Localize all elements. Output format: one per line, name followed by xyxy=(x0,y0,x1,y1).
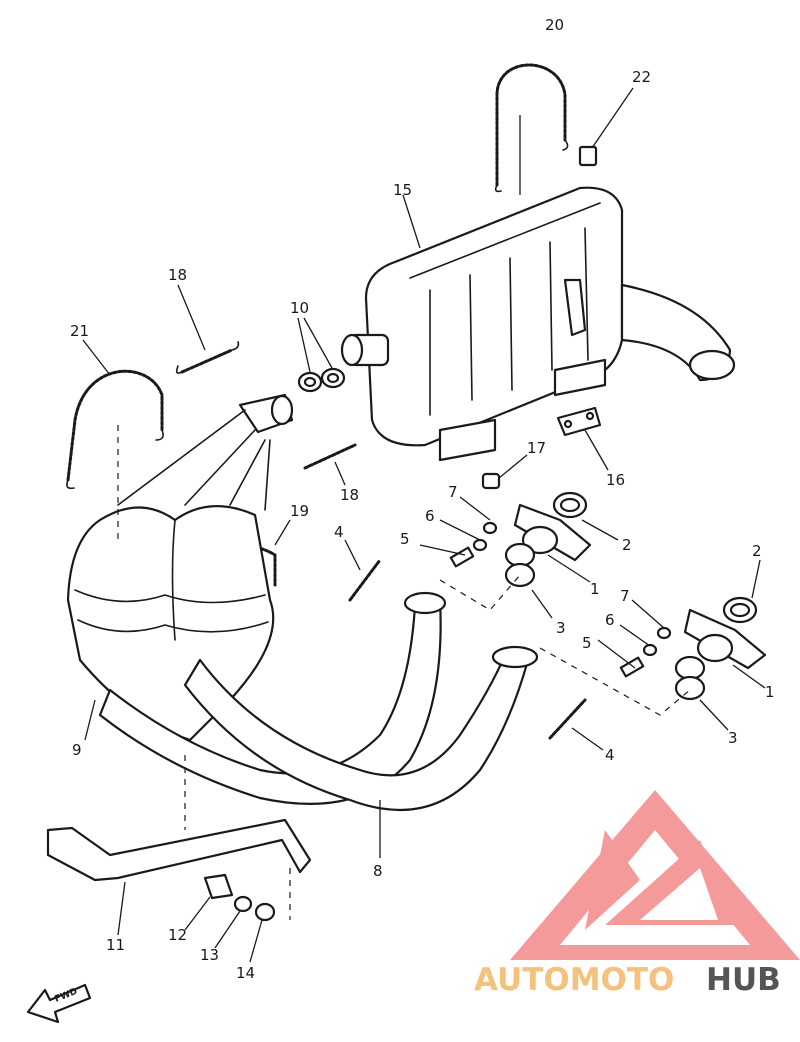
joint-pipe xyxy=(238,393,294,434)
watermark-text-2: HUB xyxy=(706,962,781,998)
callout-6-lower: 6 xyxy=(605,611,615,629)
callout-6-upper: 6 xyxy=(425,507,435,525)
exhaust-pipes-8 xyxy=(98,591,539,858)
callout-3-upper: 3 xyxy=(556,619,566,637)
washer-13 xyxy=(214,895,253,949)
callout-13: 13 xyxy=(200,946,219,964)
watermark-text-1: AUTOMOTO xyxy=(474,962,674,998)
spring-21 xyxy=(66,339,164,490)
callout-7-lower: 7 xyxy=(620,587,630,605)
collector-9 xyxy=(66,425,275,742)
spring-18-upper xyxy=(175,284,240,374)
callout-18-lower: 18 xyxy=(340,486,359,504)
spring-20 xyxy=(494,63,569,195)
hardware-set-upper xyxy=(419,491,619,619)
gaskets-10 xyxy=(297,317,346,393)
callout-1-lower: 1 xyxy=(765,683,775,701)
callout-8: 8 xyxy=(373,862,383,880)
callout-11: 11 xyxy=(106,936,125,954)
callout-19: 19 xyxy=(290,502,309,520)
muffler-15 xyxy=(340,186,736,462)
spring-4-lower xyxy=(548,698,604,751)
callout-2-upper: 2 xyxy=(622,536,632,554)
callout-labels: 20 22 15 18 10 21 17 16 18 19 7 6 5 2 4 … xyxy=(70,16,775,982)
callout-17: 17 xyxy=(527,439,546,457)
callout-16: 16 xyxy=(606,471,625,489)
callout-10: 10 xyxy=(290,299,309,317)
callout-15: 15 xyxy=(393,181,412,199)
callout-22: 22 xyxy=(632,68,651,86)
callout-12: 12 xyxy=(168,926,187,944)
watermark-logo: AUTOMOTO HUB xyxy=(474,790,800,998)
spring-4-upper xyxy=(344,539,382,602)
callout-7-upper: 7 xyxy=(448,483,458,501)
bracket-16 xyxy=(556,406,609,471)
bolt-17 xyxy=(481,454,528,490)
callout-4-upper: 4 xyxy=(334,523,344,541)
callout-1-upper: 1 xyxy=(590,580,600,598)
hardware-set-lower xyxy=(539,559,767,731)
callout-21: 21 xyxy=(70,322,89,340)
fwd-arrow-icon: FWD xyxy=(26,983,92,1024)
bracket-11 xyxy=(46,755,312,936)
spring-18-lower xyxy=(303,443,357,486)
callout-2-lower: 2 xyxy=(752,542,762,560)
callout-14: 14 xyxy=(236,964,255,982)
callout-20: 20 xyxy=(545,16,564,34)
callout-4-lower: 4 xyxy=(605,746,615,764)
bolt-12 xyxy=(184,873,234,931)
header-pipes xyxy=(117,409,271,511)
callout-9: 9 xyxy=(72,741,82,759)
callout-3-lower: 3 xyxy=(728,729,738,747)
nut-14 xyxy=(249,902,276,963)
callout-18-upper: 18 xyxy=(168,266,187,284)
callout-5-upper: 5 xyxy=(400,530,410,548)
callout-5-lower: 5 xyxy=(582,634,592,652)
clip-22 xyxy=(578,87,634,167)
